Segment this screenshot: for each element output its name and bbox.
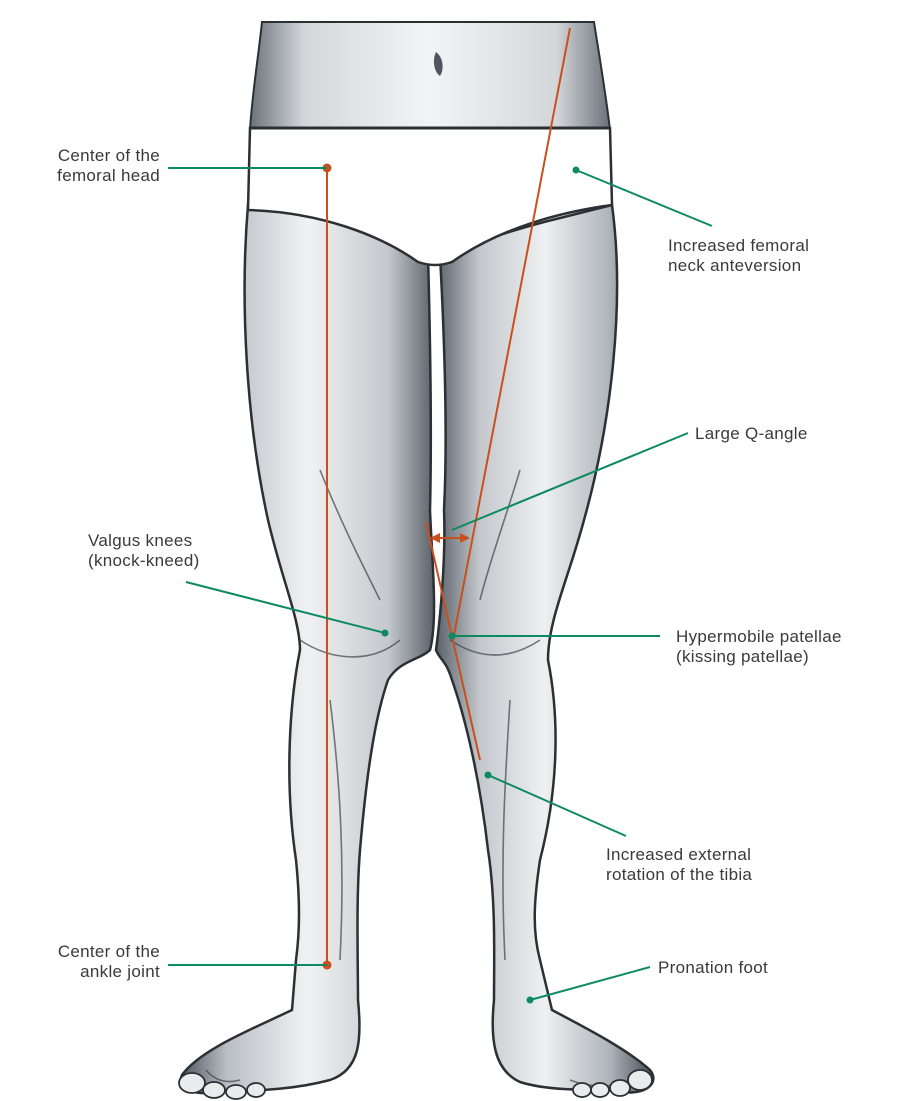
label-tibia-rotation: Increased external rotation of the tibia: [606, 845, 752, 885]
label-q-angle: Large Q-angle: [695, 424, 808, 444]
label-pronation-foot: Pronation foot: [658, 958, 768, 978]
right-leg-shape: [436, 205, 653, 1092]
label-femoral-anteversion: Increased femoral neck anteversion: [668, 236, 809, 276]
leader-pronation: [530, 967, 650, 1000]
left-leg-shape: [181, 205, 434, 1093]
label-femoral-head: Center of the femoral head: [10, 146, 160, 186]
label-ankle-joint: Center of the ankle joint: [10, 942, 160, 982]
label-valgus-knees: Valgus knees (knock-kneed): [88, 531, 200, 571]
label-hypermobile-patellae: Hypermobile patellae (kissing patellae): [676, 627, 842, 667]
torso-shape: [250, 22, 610, 130]
